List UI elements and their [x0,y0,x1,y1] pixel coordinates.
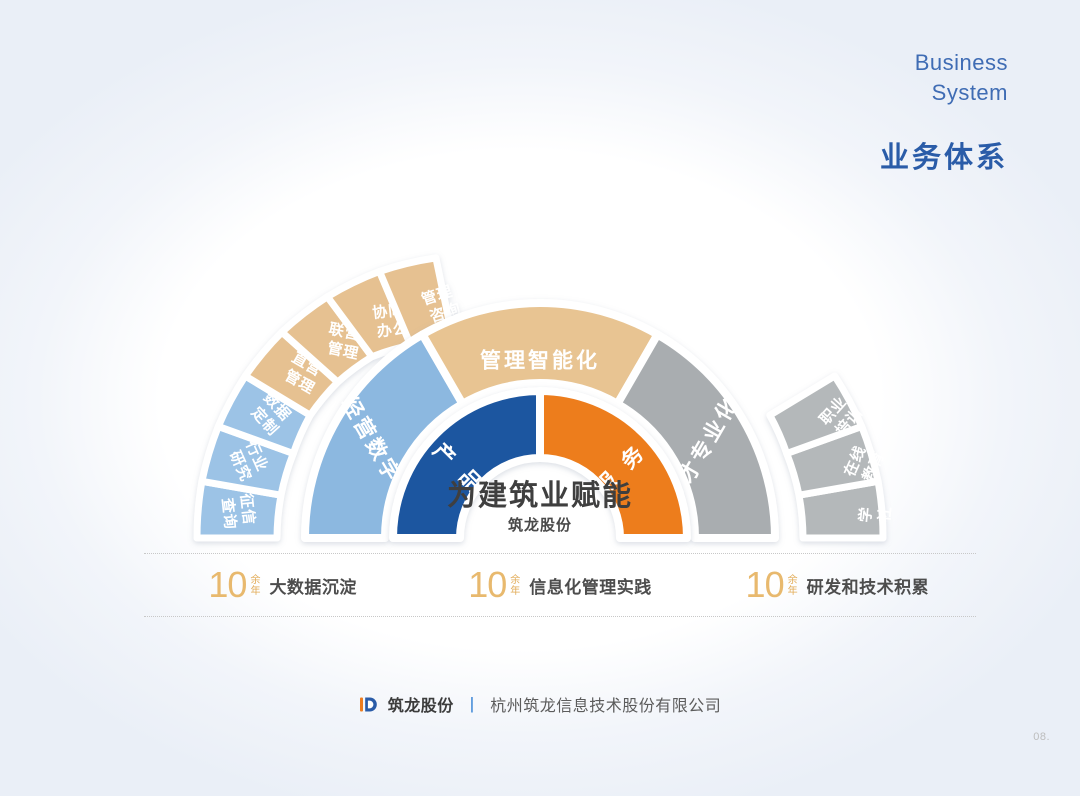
outer-label-0-line2: 查询 [218,497,239,531]
zhulong-logo-icon [359,695,378,714]
footer-brand: 筑龙股份 [387,698,454,715]
header-english-line1: Business [914,50,1008,75]
stat-unit-2-top: 余 [787,575,798,586]
inner-segment-fuwu[interactable]: 服 务 [536,387,691,542]
middle-label-guanlizhinenghua: 管理智能化 [480,349,600,373]
outer-segment-shujudingzhi[interactable]: 数据 定制 [214,372,314,457]
stat-unit-0: 余 年 [250,575,260,597]
stat-item-1: 10 余 年 信息化管理实践 [421,567,698,603]
slide-header: Business System 业务体系 [880,48,1008,176]
stats-row: 10 余 年 大数据沉淀 10 余 年 信息化管理实践 10 余 年 研发和技术… [144,553,976,617]
semicircle-diagram: 征信 查询 行业 研究 数据 定制 [120,150,960,550]
outer-ring-group: 征信 查询 行业 研究 数据 定制 [193,254,463,542]
stat-unit-0-top: 余 [250,575,261,586]
inner-ring-group: 产 品 服 务 [389,387,691,542]
outer-segment-zhiyepeixun[interactable] [766,372,866,457]
stat-unit-1: 余 年 [510,575,520,597]
stat-text-1: 信息化管理实践 [529,577,652,597]
slide-footer: 筑龙股份 | 杭州筑龙信息技术股份有限公司 [0,692,1080,716]
outer-ring-group-right [766,372,887,542]
footer-company: 杭州筑龙信息技术股份有限公司 [490,698,722,715]
header-english-title: Business System [880,48,1008,108]
stat-number-1: 10 [468,564,507,605]
stat-unit-1-bottom: 年 [510,586,521,597]
stat-unit-1-top: 余 [510,575,521,586]
stat-text-0: 大数据沉淀 [269,577,357,597]
outer-segment-hangyeyanjiu[interactable]: 行业 研究 [198,422,297,499]
stat-number-0: 10 [208,564,247,605]
header-english-line2: System [931,80,1008,105]
stat-unit-2: 余 年 [788,575,798,597]
inner-segment-chanpin[interactable]: 产 品 [389,387,544,542]
svg-text:征信 查询: 征信 查询 [218,492,259,533]
stat-unit-0-bottom: 年 [250,586,261,597]
footer-divider: | [469,694,475,713]
header-chinese-title: 业务体系 [879,142,1008,174]
stat-item-0: 10 余 年 大数据沉淀 [144,567,421,603]
stat-item-2: 10 余 年 研发和技术积累 [699,567,976,603]
stat-number-2: 10 [745,564,785,605]
stat-text-2: 研发和技术积累 [806,577,930,597]
svg-text:联营 管理: 联营 管理 [323,321,367,364]
outer-label-xueshe: 学 社 [856,500,895,525]
outer-label-0-line1: 征信 [237,492,258,526]
page-number: 08. [1033,731,1050,743]
stat-unit-2-bottom: 年 [787,586,798,597]
